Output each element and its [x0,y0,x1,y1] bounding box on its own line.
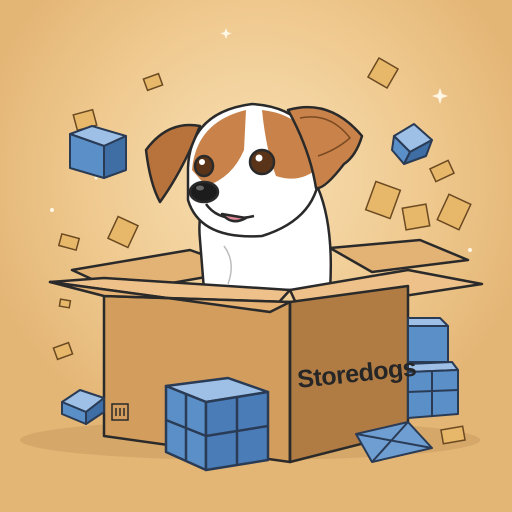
blue-package [391,123,433,165]
dog-eye-left [193,154,215,178]
paper-scrap [428,159,456,183]
paper-scrap [52,341,74,361]
paper-scrap [58,298,72,309]
blue-package [164,376,270,472]
paper-scrap [436,193,472,231]
paper-scrap [142,72,164,92]
blue-package [69,125,127,179]
blue-package [61,389,105,425]
sparkle-icon [50,28,472,252]
paper-scrap [366,56,400,90]
paper-scrap [57,232,81,252]
dog-illustration [144,102,364,292]
paper-scrap [440,425,466,445]
paper-scraps [52,56,472,445]
barcode-stamp-icon [111,403,129,421]
paper-scrap [106,215,140,249]
dog-nose [188,180,220,204]
paper-scrap [364,180,402,220]
blue-package [355,421,433,463]
blue-package [407,317,459,419]
paper-scrap [401,203,431,231]
dog-eye-right [248,148,276,176]
